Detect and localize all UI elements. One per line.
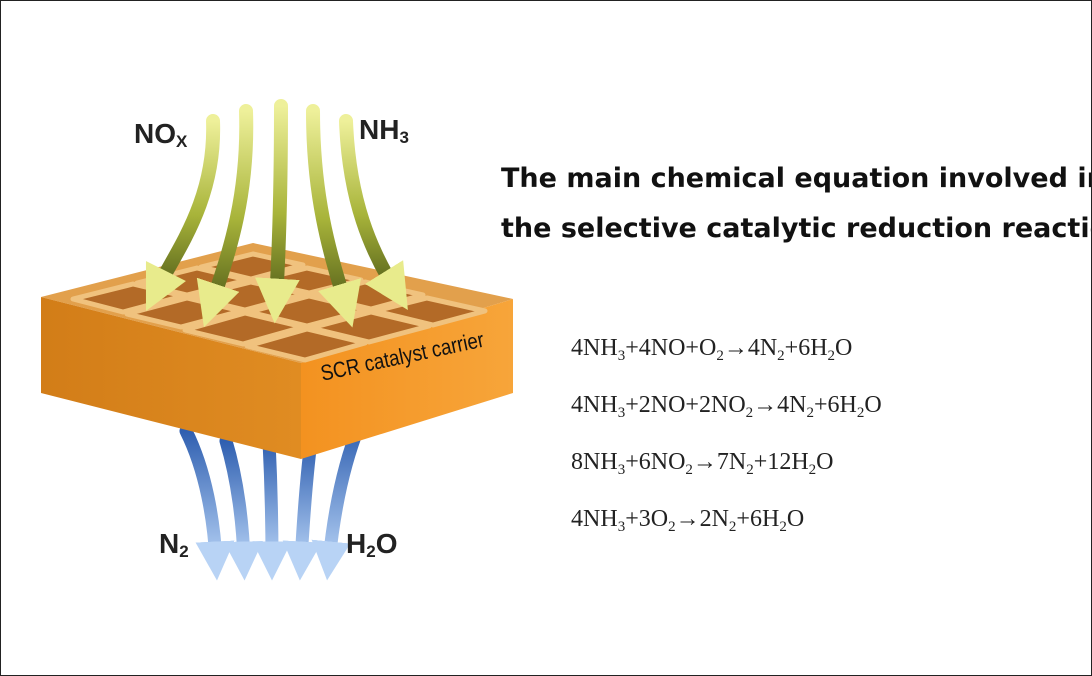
inlet-arrow-1 bbox=[145, 114, 221, 312]
reaction-title-line-2: the selective catalytic reduction reacti… bbox=[501, 213, 1092, 244]
catalyst-right-face bbox=[301, 299, 513, 459]
equation-3: 8NH3+6NO2→7N2+12H2O bbox=[571, 449, 834, 478]
outlet-arrow-1 bbox=[179, 424, 235, 581]
nox-label-text: NOX bbox=[134, 118, 188, 151]
inlet-arrow-3 bbox=[254, 99, 300, 324]
n2-label-text: N2 bbox=[159, 528, 189, 561]
outlet-arrow-4 bbox=[282, 434, 322, 581]
nh3-label: NH3 bbox=[359, 114, 409, 147]
inlet-arrows bbox=[145, 99, 408, 328]
reaction-title: The main chemical equation involved in t… bbox=[501, 154, 1092, 254]
inlet-arrow-4 bbox=[306, 104, 362, 328]
equation-list: 4NH3+4NO+O2→4N2+6H2O 4NH3+2NO+2NO2→4N2+6… bbox=[571, 328, 882, 556]
equation-1: 4NH3+4NO+O2→4N2+6H2O bbox=[571, 335, 853, 364]
equation-4: 4NH3+3O2→2N2+6H2O bbox=[571, 506, 805, 535]
h2o-label-text: H2O bbox=[346, 528, 398, 561]
inlet-arrow-2 bbox=[196, 104, 254, 328]
outlet-arrow-3 bbox=[252, 434, 292, 581]
inlet-arrow-5 bbox=[339, 114, 408, 310]
n2-label: N2 bbox=[159, 528, 189, 561]
nox-label: NOX bbox=[134, 118, 188, 151]
equation-2: 4NH3+2NO+2NO2→4N2+6H2O bbox=[571, 392, 882, 421]
nh3-label-text: NH3 bbox=[359, 114, 409, 147]
outlet-arrow-2 bbox=[219, 434, 263, 581]
h2o-label: H2O bbox=[346, 528, 398, 561]
reaction-title-line-1: The main chemical equation involved in bbox=[501, 163, 1092, 194]
catalyst-front-face bbox=[41, 297, 301, 459]
